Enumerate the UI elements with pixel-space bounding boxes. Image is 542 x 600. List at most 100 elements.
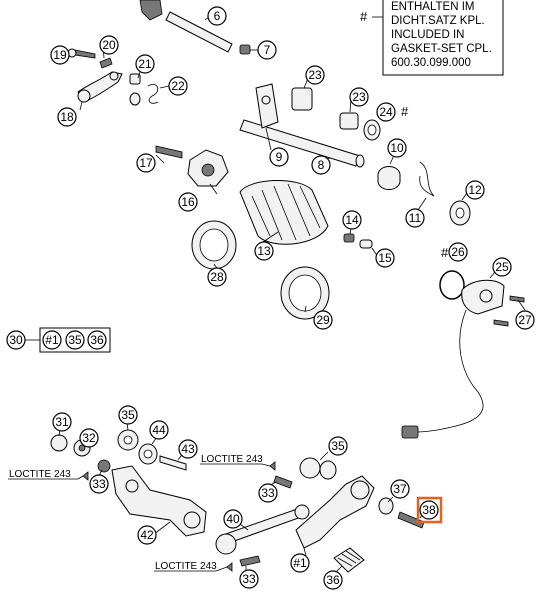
- svg-text:#1: #1: [293, 556, 307, 570]
- svg-text:36: 36: [326, 573, 340, 587]
- callout-10[interactable]: 10: [387, 138, 407, 158]
- callout-30[interactable]: 30: [6, 330, 26, 350]
- svg-text:42: 42: [140, 528, 154, 542]
- svg-text:18: 18: [60, 110, 74, 124]
- svg-text:16: 16: [181, 195, 195, 209]
- svg-text:#1: #1: [45, 333, 59, 347]
- svg-text:43: 43: [181, 442, 195, 456]
- callout-36[interactable]: 36: [323, 570, 343, 590]
- callout-6[interactable]: 6: [207, 6, 227, 26]
- svg-text:19: 19: [53, 48, 67, 62]
- svg-text:29: 29: [316, 313, 330, 327]
- svg-text:17: 17: [139, 156, 153, 170]
- svg-text:12: 12: [468, 183, 482, 197]
- gasket-marker-24: #: [401, 104, 409, 119]
- callout-17[interactable]: 17: [136, 153, 156, 173]
- svg-text:24: 24: [379, 105, 393, 119]
- svg-text:25: 25: [495, 260, 509, 274]
- svg-text:33: 33: [242, 572, 256, 586]
- svg-text:23: 23: [308, 68, 322, 82]
- callout-33[interactable]: 33: [239, 569, 259, 589]
- callout-42[interactable]: 42: [137, 525, 157, 545]
- svg-text:11: 11: [409, 211, 422, 225]
- svg-text:40: 40: [226, 512, 240, 526]
- callout-35[interactable]: 35: [328, 436, 348, 456]
- callout-22[interactable]: 22: [168, 76, 188, 96]
- group-bracket-30: [39, 327, 111, 353]
- svg-text:31: 31: [55, 415, 69, 429]
- note-marker: #: [360, 9, 368, 24]
- callout-35[interactable]: 35: [118, 405, 138, 425]
- svg-text:15: 15: [378, 251, 392, 265]
- callout-9[interactable]: 9: [269, 147, 289, 167]
- loctite-label: LOCTITE 243: [201, 454, 263, 465]
- svg-text:38: 38: [422, 503, 436, 517]
- callout-19[interactable]: 19: [50, 45, 70, 65]
- callout-1[interactable]: #1: [290, 553, 310, 573]
- callout-15[interactable]: 15: [375, 248, 395, 268]
- svg-text:20: 20: [102, 38, 116, 52]
- callout-31[interactable]: 31: [52, 412, 72, 432]
- callout-38[interactable]: 38: [419, 500, 439, 520]
- svg-text:33: 33: [261, 486, 275, 500]
- callout-23[interactable]: 23: [349, 87, 369, 107]
- svg-text:10: 10: [390, 141, 404, 155]
- callout-33[interactable]: 33: [258, 483, 278, 503]
- svg-text:27: 27: [518, 313, 532, 327]
- callout-21[interactable]: 21: [135, 54, 155, 74]
- callout-24[interactable]: 24: [376, 102, 396, 122]
- loctite-label: LOCTITE 243: [9, 469, 71, 480]
- callout-27[interactable]: 27: [515, 310, 535, 330]
- callout-29[interactable]: 29: [313, 310, 333, 330]
- svg-text:30: 30: [9, 333, 23, 347]
- svg-text:14: 14: [345, 213, 359, 227]
- note-line-4: GASKET-SET CPL.: [391, 43, 492, 55]
- svg-text:23: 23: [352, 90, 366, 104]
- svg-text:26: 26: [451, 245, 465, 259]
- callout-18[interactable]: 18: [57, 107, 77, 127]
- callout-20[interactable]: 20: [99, 35, 119, 55]
- callout-25[interactable]: 25: [492, 257, 512, 277]
- note-line-1: ENTHALTEN IM: [391, 1, 475, 13]
- callout-8[interactable]: 8: [311, 155, 331, 175]
- callout-35[interactable]: 35: [65, 330, 85, 350]
- svg-text:35: 35: [121, 408, 135, 422]
- callout-37[interactable]: 37: [390, 479, 410, 499]
- callout-23[interactable]: 23: [305, 65, 325, 85]
- callout-33[interactable]: 33: [89, 474, 109, 494]
- callout-40[interactable]: 40: [223, 509, 243, 529]
- svg-text:21: 21: [138, 57, 152, 71]
- gasket-set-note: ENTHALTEN IM DICHT.SATZ KPL. INCLUDED IN…: [360, 0, 504, 76]
- callout-43[interactable]: 43: [178, 439, 198, 459]
- svg-text:22: 22: [171, 79, 185, 93]
- svg-text:35: 35: [331, 439, 345, 453]
- callout-28[interactable]: 28: [207, 267, 227, 287]
- svg-text:13: 13: [257, 244, 271, 258]
- svg-text:35: 35: [68, 333, 82, 347]
- parts-artwork: [50, 0, 525, 573]
- svg-text:44: 44: [152, 423, 166, 437]
- svg-text:37: 37: [393, 482, 407, 496]
- note-line-5: 600.30.099.000: [391, 57, 471, 69]
- callout-44[interactable]: 44: [149, 420, 169, 440]
- note-line-2: DICHT.SATZ KPL.: [391, 15, 485, 27]
- svg-text:33: 33: [92, 477, 106, 491]
- svg-text:36: 36: [90, 333, 104, 347]
- callout-1[interactable]: #1: [42, 330, 62, 350]
- svg-text:6: 6: [214, 9, 221, 23]
- callout-14[interactable]: 14: [342, 210, 362, 230]
- svg-text:7: 7: [264, 43, 271, 57]
- callout-26[interactable]: 26: [448, 242, 468, 262]
- svg-text:8: 8: [318, 158, 325, 172]
- callout-11[interactable]: 11: [405, 208, 425, 228]
- callout-13[interactable]: 13: [254, 241, 274, 261]
- callout-32[interactable]: 32: [79, 428, 99, 448]
- callout-7[interactable]: 7: [257, 40, 277, 60]
- svg-text:28: 28: [210, 270, 224, 284]
- callout-16[interactable]: 16: [178, 192, 198, 212]
- loctite-label: LOCTITE 243: [155, 561, 217, 572]
- highlight-frame-38: [416, 496, 443, 524]
- callout-36[interactable]: 36: [87, 330, 107, 350]
- callout-12[interactable]: 12: [465, 180, 485, 200]
